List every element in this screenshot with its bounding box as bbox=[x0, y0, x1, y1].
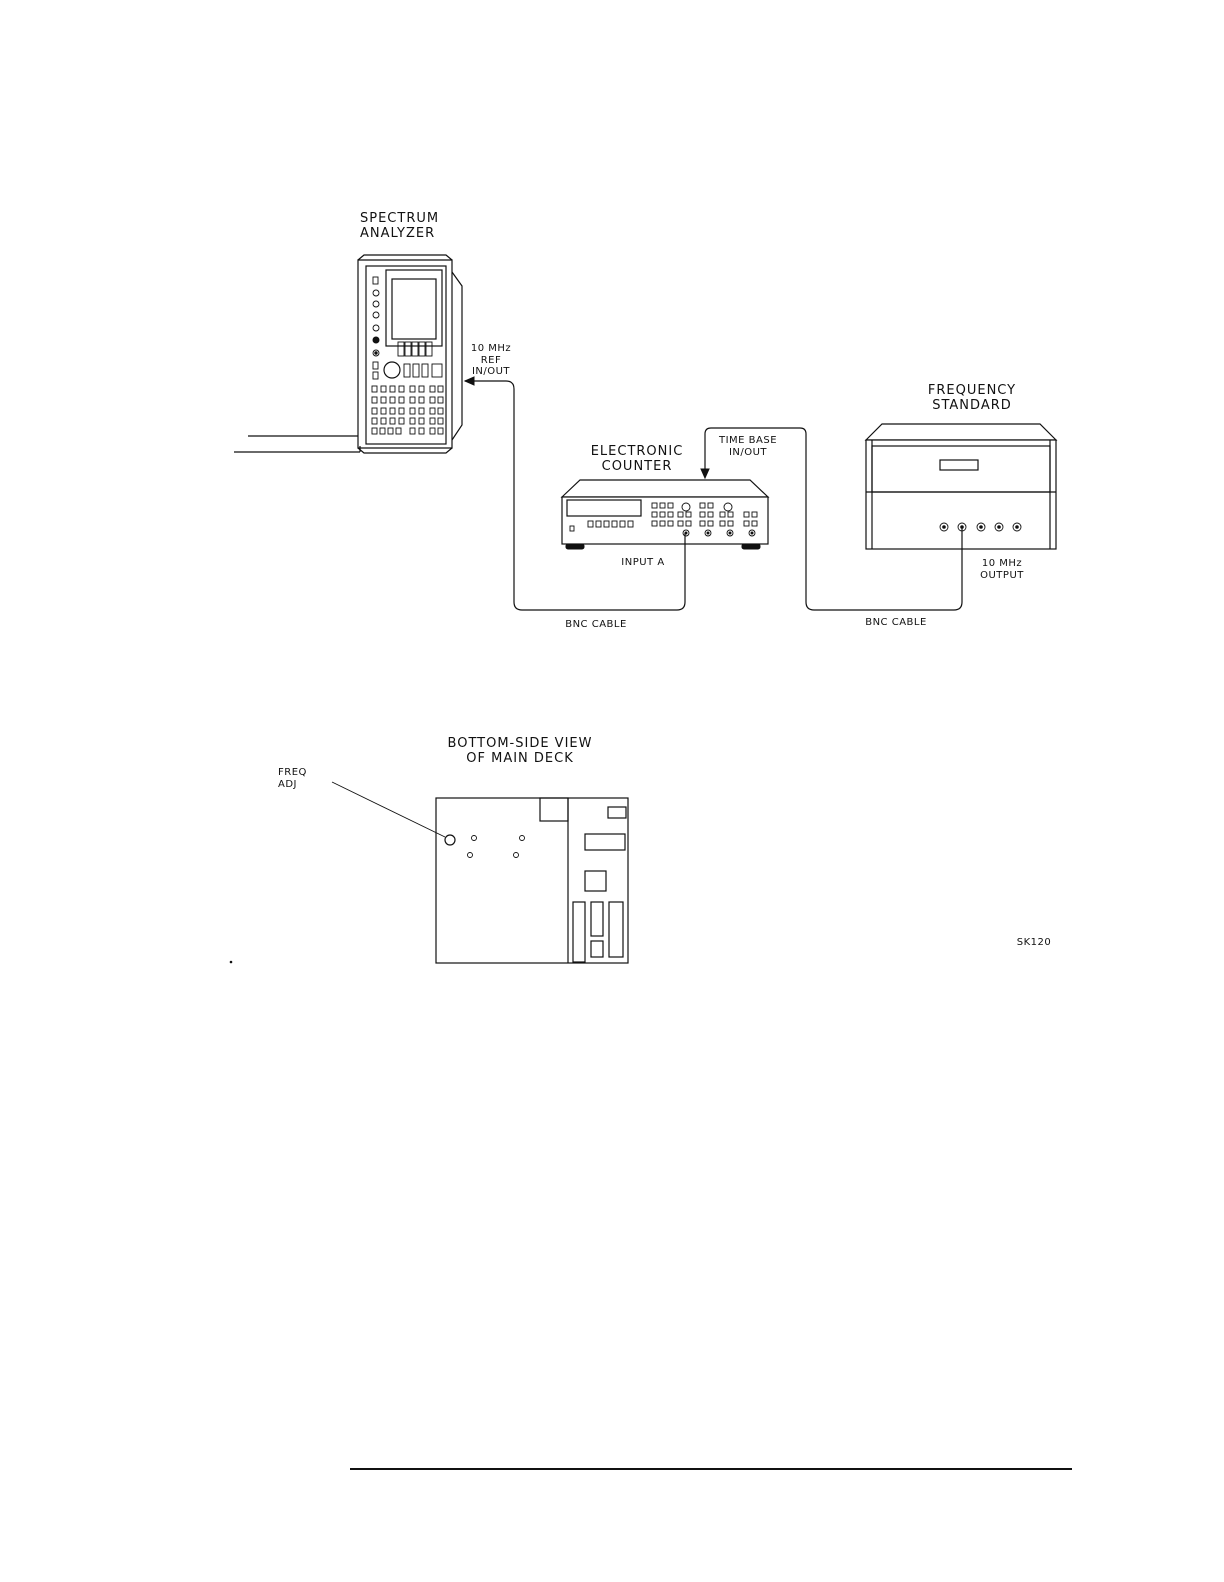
output-10mhz-label: 10 MHz OUTPUT bbox=[972, 558, 1032, 581]
spectrum-analyzer-label: SPECTRUM ANALYZER bbox=[360, 212, 430, 242]
bottom-side-view-label: BOTTOM-SIDE VIEW OF MAIN DECK bbox=[432, 737, 608, 767]
ref-in-out-label: 10 MHz REF IN/OUT bbox=[464, 343, 518, 378]
time-base-in-out-label: TIME BASE IN/OUT bbox=[708, 435, 788, 458]
freq-adj-label: FREQ ADJ bbox=[278, 767, 318, 790]
bnc-cable-right-label: BNC CABLE bbox=[856, 617, 936, 629]
electronic-counter-drawing bbox=[562, 480, 768, 549]
figure-code-label: SK120 bbox=[1002, 937, 1066, 949]
stray-dot bbox=[230, 961, 232, 963]
frequency-standard-drawing bbox=[866, 424, 1056, 549]
electronic-counter-label: ELECTRONIC COUNTER bbox=[582, 445, 692, 475]
frequency-standard-label: FREQUENCY STANDARD bbox=[922, 384, 1022, 414]
input-a-label: INPUT A bbox=[610, 557, 676, 569]
bnc-cable-left-label: BNC CABLE bbox=[556, 619, 636, 631]
spectrum-analyzer-drawing bbox=[234, 255, 462, 453]
main-deck-board-drawing bbox=[332, 782, 628, 963]
